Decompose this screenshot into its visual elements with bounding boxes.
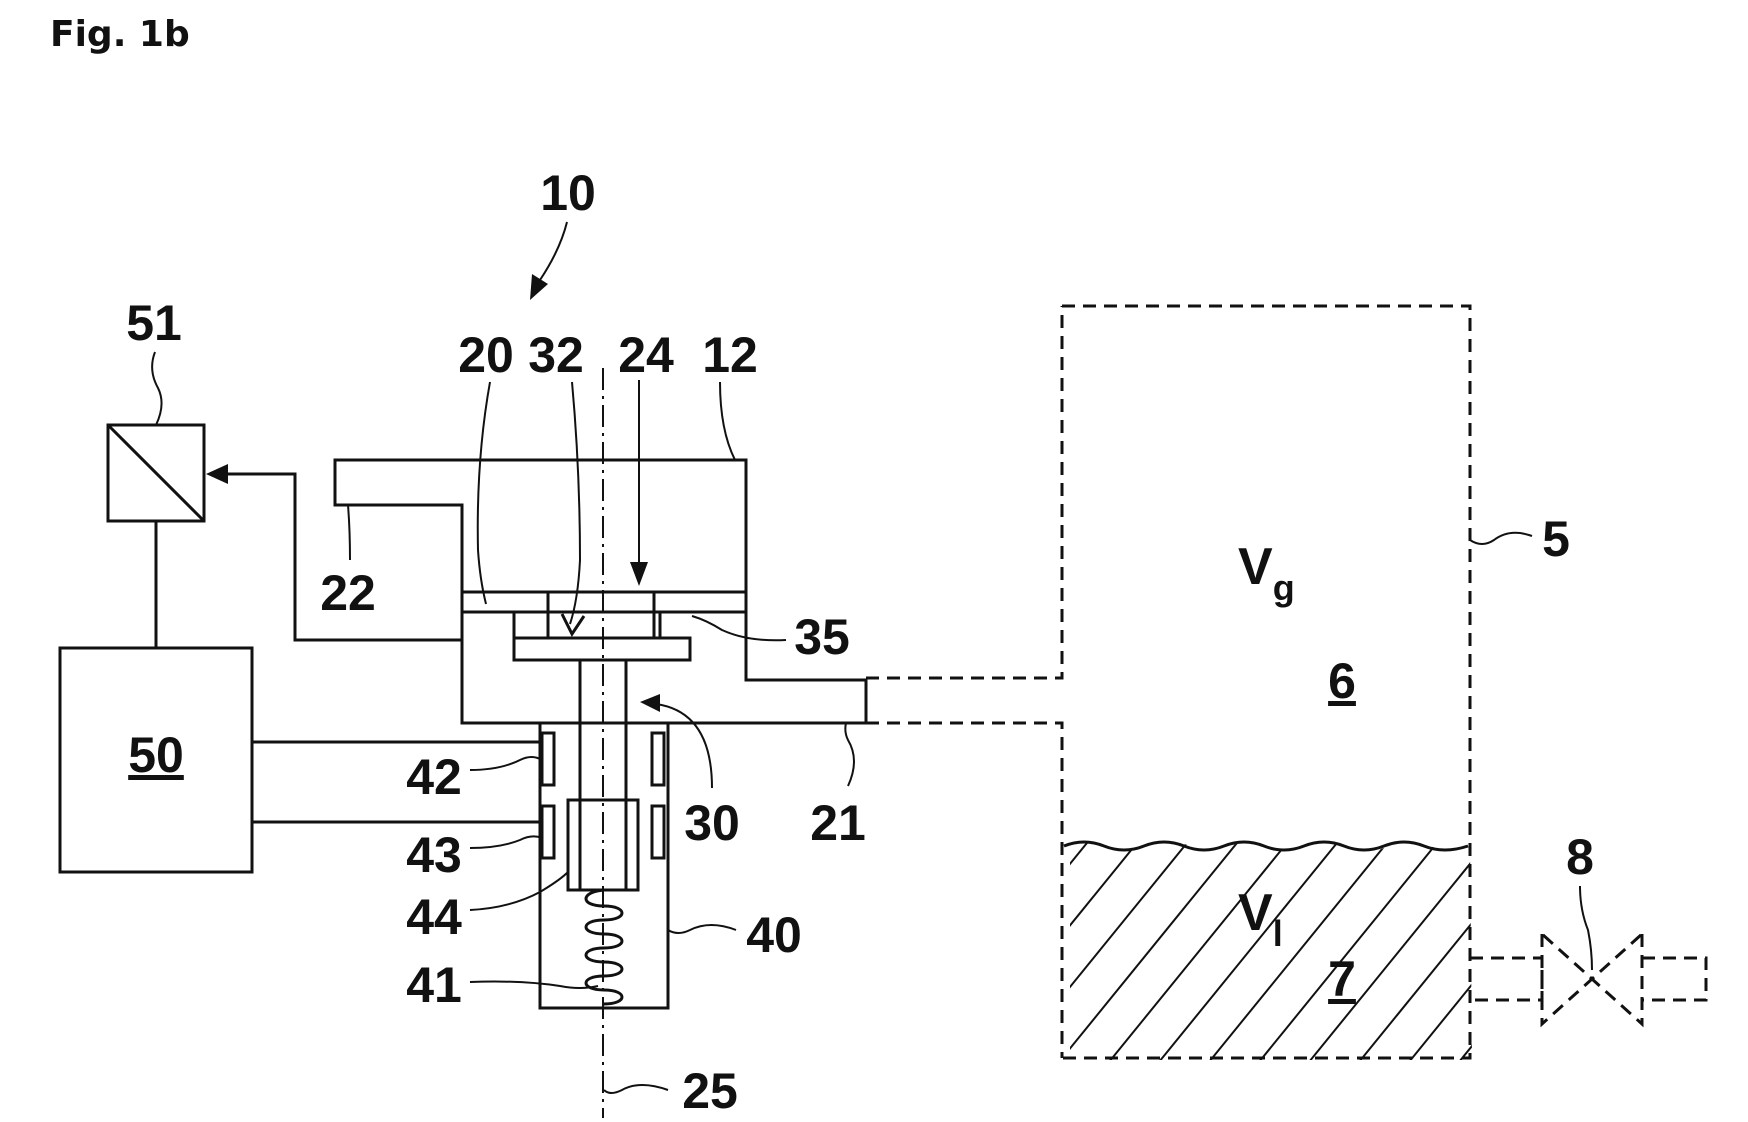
leader-12 xyxy=(720,382,735,460)
arrow-30-head xyxy=(640,694,660,712)
label-6: 6 xyxy=(1328,653,1356,709)
leader-40 xyxy=(668,925,736,933)
label-12: 12 xyxy=(702,327,758,383)
leader-41 xyxy=(470,982,598,989)
valve-right-triangle xyxy=(1592,934,1642,1024)
leader-21 xyxy=(845,723,854,786)
liquid-hatching xyxy=(820,790,1680,1110)
label-30: 30 xyxy=(684,795,740,851)
label-24: 24 xyxy=(618,327,674,383)
gas-volume-subscript: g xyxy=(1273,567,1295,608)
converter-diagonal xyxy=(108,425,204,521)
outlet-pipe-left xyxy=(1470,958,1542,1000)
coil-lower-left xyxy=(542,806,554,858)
leader-44 xyxy=(470,872,568,910)
liquid-volume-symbol: Vl xyxy=(1238,884,1283,954)
liquid-surface xyxy=(1064,842,1468,850)
label-40: 40 xyxy=(746,907,802,963)
leader-35 xyxy=(692,616,786,640)
leader-5 xyxy=(1470,533,1532,544)
label-5: 5 xyxy=(1542,511,1570,567)
label-35: 35 xyxy=(794,609,850,665)
label-32: 32 xyxy=(528,327,584,383)
label-41: 41 xyxy=(406,957,462,1013)
label-20: 20 xyxy=(458,327,514,383)
leader-8 xyxy=(1580,886,1592,970)
membrane-chamber xyxy=(514,612,660,638)
valve-left-triangle xyxy=(1542,934,1592,1024)
label-7: 7 xyxy=(1328,951,1356,1007)
liquid-volume-letter: V xyxy=(1238,884,1273,942)
arrow-24-head xyxy=(630,562,648,586)
label-10: 10 xyxy=(540,165,596,221)
liquid-volume-subscript: l xyxy=(1273,913,1283,954)
gas-volume-symbol: Vg xyxy=(1238,538,1295,608)
coil-lower-right xyxy=(652,806,664,858)
pipe-lower xyxy=(866,723,1062,1058)
label-8: 8 xyxy=(1566,829,1594,885)
leader-42 xyxy=(470,757,542,770)
tank-outline xyxy=(1062,306,1470,1058)
leader-20 xyxy=(478,382,490,604)
label-50: 50 xyxy=(128,727,184,783)
signal-arrowhead xyxy=(206,464,228,484)
label-43: 43 xyxy=(406,827,462,883)
arrow-10-leader xyxy=(540,222,567,280)
leader-51 xyxy=(152,352,161,425)
label-21: 21 xyxy=(810,795,866,851)
leader-43 xyxy=(470,836,542,848)
outlet-pipe-right xyxy=(1642,958,1706,1000)
coil-upper-right xyxy=(652,733,664,785)
leader-25 xyxy=(604,1085,668,1093)
arrow-10-head xyxy=(530,274,548,300)
label-25: 25 xyxy=(682,1063,738,1119)
label-44: 44 xyxy=(406,889,462,945)
gas-volume-letter: V xyxy=(1238,538,1273,596)
label-51: 51 xyxy=(126,295,182,351)
leader-22 xyxy=(348,505,350,560)
leader-32 xyxy=(570,382,580,624)
pipe-upper xyxy=(866,306,1062,678)
coil-upper-left xyxy=(542,733,554,785)
label-42: 42 xyxy=(406,749,462,805)
label-22: 22 xyxy=(320,565,376,621)
